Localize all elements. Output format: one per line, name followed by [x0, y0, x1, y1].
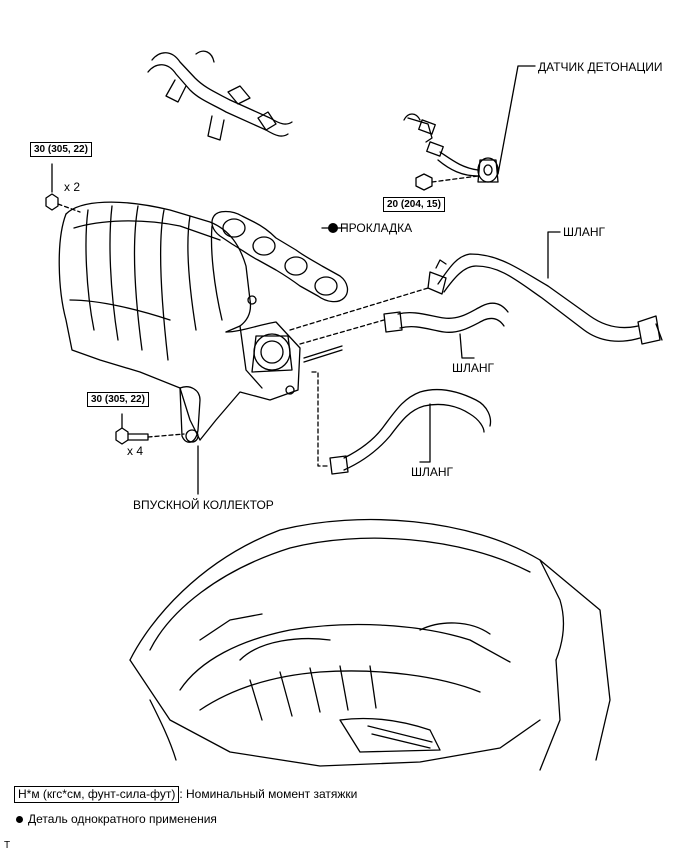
torque-spec-nut: 30 (305, 22)	[30, 142, 92, 157]
stud-illustration	[303, 345, 343, 363]
gasket-label: ПРОКЛАДКА	[328, 221, 412, 235]
engine-bay-illustration	[129, 518, 611, 771]
intake-manifold-label: ВПУСКНОЙ КОЛЛЕКТОР	[133, 498, 274, 512]
hose-1-illustration	[427, 231, 663, 345]
legend-single-use: Деталь однократного применения	[16, 812, 217, 826]
manifold-nut-illustration	[45, 163, 81, 213]
hose-2-label: ШЛАНГ	[452, 361, 495, 375]
bolt-quantity: x 4	[127, 444, 144, 458]
hose-3-label: ШЛАНГ	[411, 465, 454, 479]
single-use-dot-icon	[328, 223, 338, 233]
legend-single-use-text: Деталь однократного применения	[28, 812, 217, 826]
gasket-illustration	[211, 210, 349, 303]
hose-2-illustration	[383, 302, 509, 359]
hose-1-label: ШЛАНГ	[563, 225, 606, 239]
knock-sensor-illustration	[403, 65, 536, 191]
intake-manifold-illustration	[58, 201, 301, 495]
knock-sensor-label: ДАТЧИК ДЕТОНАЦИИ	[538, 60, 663, 74]
hose-3-illustration	[329, 388, 492, 475]
gasket-label-text: ПРОКЛАДКА	[340, 221, 413, 235]
legend-torque-units: Н*м (кгс*см, фунт-сила-фут)	[14, 786, 180, 803]
manifold-bolt-illustration	[115, 413, 185, 445]
legend-torque: Н*м (кгс*см, фунт-сила-фут): Номинальный…	[14, 786, 357, 803]
torque-spec-bolt: 30 (305, 22)	[87, 392, 149, 407]
legend-dot-icon	[16, 816, 23, 823]
assembly-lines	[289, 287, 429, 467]
torque-spec-sensor: 20 (204, 15)	[383, 197, 445, 212]
legend-torque-desc: : Номинальный момент затяжки	[179, 787, 358, 801]
corner-code: T	[4, 840, 11, 851]
nut-quantity: x 2	[64, 180, 81, 194]
fuel-rail-illustration	[147, 50, 293, 141]
